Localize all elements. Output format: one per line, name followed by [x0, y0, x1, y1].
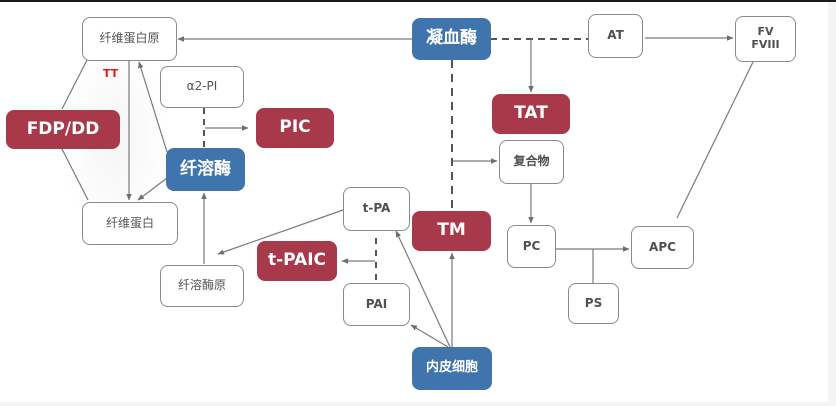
node-fviii-label: FVIII: [751, 38, 780, 51]
edge-plasmin-fibrin: [137, 177, 168, 201]
edge-plasmin-fibrinogen: [138, 61, 168, 153]
edge-apc-fv: [676, 61, 754, 219]
node-at: AT: [588, 14, 643, 58]
node-tpa-label: t-PA: [362, 201, 391, 216]
node-plasmin: 纤溶酶: [166, 148, 245, 191]
node-fdpdd: FDP/DD: [6, 110, 120, 149]
node-tm-label: TM: [437, 220, 466, 241]
node-fibrinogen: 纤维蛋白原: [82, 17, 177, 61]
node-thrombin-label: 凝血酶: [426, 28, 477, 49]
node-plasminogen: 纤溶酶原: [160, 265, 244, 307]
node-apc: APC: [631, 226, 694, 269]
node-pai-label: PAI: [365, 296, 388, 311]
node-fibrinogen-label: 纤维蛋白原: [99, 31, 160, 46]
node-fv-fviii: FV FVIII: [735, 16, 796, 62]
edge-fdpdd-fibrin: [61, 148, 89, 201]
node-tpaic: t-PAIC: [257, 241, 337, 281]
right-edge-strip: [828, 2, 836, 406]
edge-endothelial-pai: [410, 324, 449, 348]
node-complex-label: 复合物: [513, 154, 550, 169]
node-tat: TAT: [492, 94, 570, 134]
node-pic-label: PIC: [279, 117, 311, 138]
node-a2pi-label: α2-PI: [186, 79, 218, 94]
edge-tpa-plasminogen: [217, 209, 344, 255]
node-fv-label: FV: [757, 25, 774, 39]
node-pc: PC: [507, 225, 556, 268]
node-endothelial: 内皮细胞: [412, 347, 492, 390]
edge-fibrinogen-fdpdd: [61, 59, 88, 110]
node-ps: PS: [568, 283, 619, 324]
tt-annotation: TT: [103, 67, 119, 80]
node-fibrin-label: 纤维蛋白: [105, 215, 154, 230]
node-ps-label: PS: [584, 295, 603, 310]
node-apc-label: APC: [649, 239, 676, 254]
node-tm: TM: [412, 211, 491, 251]
bottom-edge-strip: [0, 402, 836, 406]
node-tpaic-label: t-PAIC: [267, 250, 327, 271]
node-fibrin: 纤维蛋白: [82, 202, 178, 245]
node-plasmin-label: 纤溶酶: [180, 158, 231, 179]
node-pai: PAI: [343, 283, 410, 326]
node-pc-label: PC: [522, 238, 541, 253]
node-complex: 复合物: [499, 140, 564, 184]
node-fdpdd-label: FDP/DD: [26, 118, 100, 139]
edge-endothelial-tpa: [395, 230, 451, 348]
node-thrombin: 凝血酶: [412, 18, 491, 60]
node-endothelial-label: 内皮细胞: [425, 360, 478, 376]
node-pic: PIC: [256, 108, 334, 148]
node-a2pi: α2-PI: [160, 66, 244, 108]
node-tat-label: TAT: [514, 103, 548, 124]
node-at-label: AT: [607, 28, 624, 43]
node-tpa: t-PA: [343, 187, 410, 231]
top-border: [0, 0, 836, 2]
node-plasminogen-label: 纤溶酶原: [177, 278, 226, 293]
